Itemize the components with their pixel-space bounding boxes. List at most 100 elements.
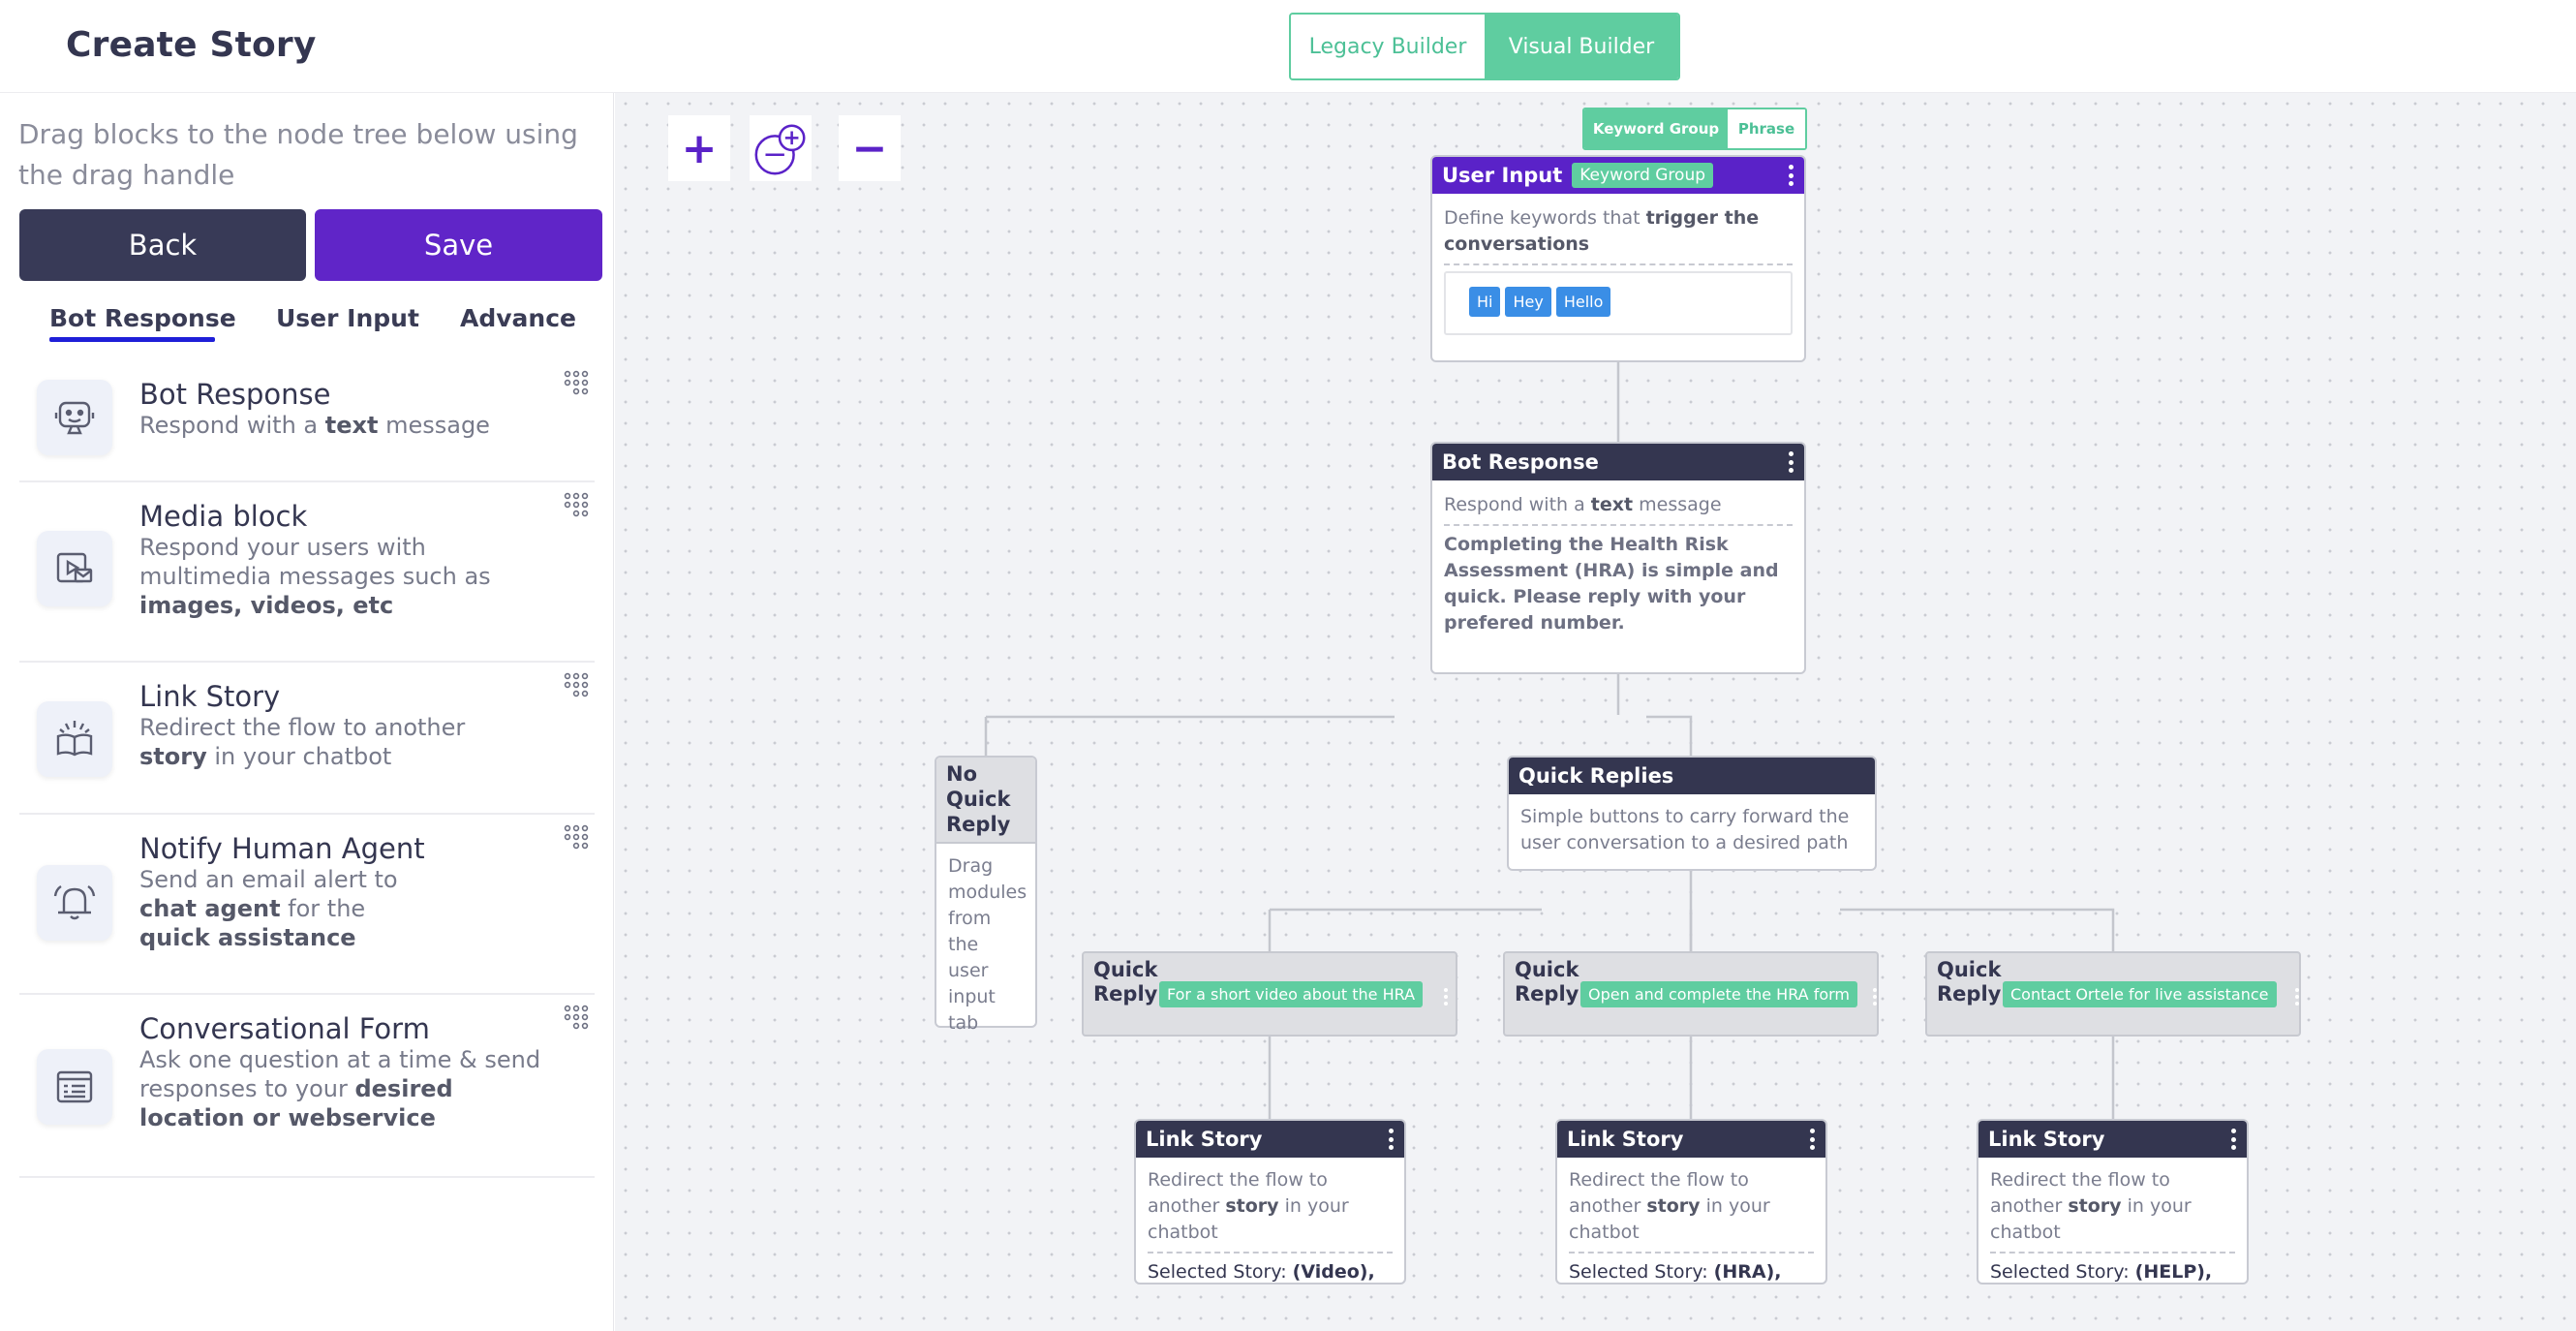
node-description: Respond with a text message <box>1444 494 1722 515</box>
node-description: Redirect the flow to another story in yo… <box>1148 1169 1349 1243</box>
bot-response-node[interactable]: Bot Response Respond with a text message… <box>1430 442 1806 674</box>
zoom-reset-button[interactable] <box>750 115 812 181</box>
block-title: Media block <box>139 500 308 533</box>
quick-reply-chip[interactable]: Open and complete the HRA form <box>1580 981 1858 1007</box>
node-menu-icon[interactable] <box>1789 451 1794 473</box>
node-menu-icon[interactable] <box>1789 165 1794 186</box>
node-menu-icon[interactable] <box>2295 988 2299 1006</box>
link-story-node[interactable]: Link Story Redirect the flow to another … <box>1977 1119 2249 1285</box>
node-description: Simple buttons to carry forward the user… <box>1520 806 1850 853</box>
block-bot-response[interactable]: Bot Response Respond with a text message <box>19 360 595 482</box>
link-story-node[interactable]: Link Story Redirect the flow to another … <box>1134 1119 1406 1285</box>
quick-reply-chip[interactable]: Contact Ortele for live assistance <box>2003 981 2277 1007</box>
keyword-phrase-toggle: Keyword Group Phrase <box>1582 108 1807 150</box>
node-body: Redirect the flow to another story in yo… <box>1136 1158 1404 1295</box>
divider <box>1569 1252 1814 1254</box>
selected-story: Selected Story: (HRA), <box>1569 1261 1782 1283</box>
form-icon <box>37 1049 112 1125</box>
keyword-chip[interactable]: Hello <box>1555 287 1611 317</box>
header: Create Story Legacy Builder Visual Build… <box>0 0 2576 93</box>
phrase-option[interactable]: Phrase <box>1728 109 1805 148</box>
zoom-out-button[interactable]: − <box>839 115 901 181</box>
node-description: Drag modules from the user input tab <box>948 855 1027 1034</box>
node-menu-icon[interactable] <box>1873 988 1877 1006</box>
divider <box>1444 524 1793 526</box>
quick-reply-item[interactable]: Quick Reply: Contact Ortele for live ass… <box>1925 951 2301 1037</box>
zoom-out-label: − <box>851 123 888 173</box>
zoom-in-button[interactable]: + <box>668 115 730 181</box>
node-header: Bot Response <box>1432 444 1804 480</box>
quick-reply-label: Quick Reply: <box>1093 958 1166 1006</box>
node-body: Define keywords that trigger the convers… <box>1432 194 1804 347</box>
node-menu-icon[interactable] <box>1389 1129 1395 1150</box>
block-title: Bot Response <box>139 378 331 411</box>
drag-handle-icon[interactable] <box>564 370 589 395</box>
block-title: Notify Human Agent <box>139 832 425 865</box>
drag-handle-icon[interactable] <box>564 1005 589 1030</box>
divider <box>1148 1252 1393 1254</box>
tab-user-input[interactable]: User Input <box>276 304 419 332</box>
node-header: Link Story <box>1557 1121 1825 1158</box>
block-description: Redirect the flow to another story in yo… <box>139 714 466 770</box>
block-conversational-form[interactable]: Conversational Form Ask one question at … <box>19 995 595 1178</box>
node-description: Redirect the flow to another story in yo… <box>1990 1169 2192 1243</box>
quick-replies-node[interactable]: Quick Replies Simple buttons to carry fo… <box>1507 756 1877 871</box>
link-story-node[interactable]: Link Story Redirect the flow to another … <box>1555 1119 1827 1285</box>
block-notify-human-agent[interactable]: Notify Human Agent Send an email alert t… <box>19 815 595 995</box>
block-media[interactable]: Media block Respond your users with mult… <box>19 482 595 663</box>
node-title: No Quick Reply <box>936 758 1035 844</box>
quick-reply-label: Quick Reply: <box>1515 958 1587 1006</box>
node-title: Link Story <box>1988 1128 2105 1151</box>
bot-message-text: Completing the Health Risk Assessment (H… <box>1444 534 1779 634</box>
visual-builder-button[interactable]: Visual Builder <box>1485 15 1678 78</box>
node-title: Bot Response <box>1442 450 1599 474</box>
node-title: Link Story <box>1567 1128 1684 1151</box>
selected-story: Selected Story: (HELP), <box>1990 1261 2213 1283</box>
node-description: Redirect the flow to another story in yo… <box>1569 1169 1770 1243</box>
node-title: Quick Replies <box>1518 764 1674 788</box>
open-book-icon <box>37 701 112 777</box>
node-menu-icon[interactable] <box>1810 1129 1816 1150</box>
quick-reply-label: Quick Reply: <box>1937 958 2009 1006</box>
node-menu-icon[interactable] <box>1444 988 1448 1006</box>
user-input-node[interactable]: User Input Keyword Group Define keywords… <box>1430 155 1806 362</box>
no-quick-reply-node[interactable]: No Quick Reply Drag modules from the use… <box>935 756 1037 1034</box>
back-button[interactable]: Back <box>19 209 306 281</box>
block-description: Respond with a text message <box>139 412 490 439</box>
drag-handle-icon[interactable] <box>564 672 589 697</box>
quick-reply-item[interactable]: Quick Reply: Open and complete the HRA f… <box>1503 951 1879 1037</box>
keyword-chip[interactable]: Hi <box>1469 287 1501 317</box>
keyword-chip[interactable]: Hey <box>1505 287 1551 317</box>
node-body: Redirect the flow to another story in yo… <box>1978 1158 2247 1295</box>
media-icon <box>37 531 112 606</box>
node-body: Respond with a text message Completing t… <box>1432 480 1804 648</box>
sidebar-hint: Drag blocks to the node tree below using… <box>18 118 578 191</box>
block-tabs: Bot Response User Input Advance <box>19 300 600 345</box>
node-header: Quick Replies <box>1509 758 1875 794</box>
drag-handle-icon[interactable] <box>564 492 589 517</box>
node-title: Link Story <box>1146 1128 1263 1151</box>
node-header: Link Story <box>1136 1121 1404 1158</box>
block-title: Link Story <box>139 680 281 713</box>
save-button[interactable]: Save <box>315 209 602 281</box>
divider <box>1444 263 1793 265</box>
block-link-story[interactable]: Link Story Redirect the flow to another … <box>19 663 595 815</box>
selected-story: Selected Story: (Video), <box>1148 1261 1375 1283</box>
node-menu-icon[interactable] <box>2231 1129 2237 1150</box>
block-description: Send an email alert to chat agent for th… <box>139 866 398 951</box>
block-title: Conversational Form <box>139 1012 430 1045</box>
builder-toggle: Legacy Builder Visual Builder <box>1289 13 1680 80</box>
zoom-in-label: + <box>681 123 718 173</box>
drag-handle-icon[interactable] <box>564 824 589 850</box>
node-header: Link Story <box>1978 1121 2247 1158</box>
legacy-builder-button[interactable]: Legacy Builder <box>1291 15 1485 78</box>
quick-reply-chip[interactable]: For a short video about the HRA <box>1159 981 1424 1007</box>
tab-advance[interactable]: Advance <box>460 304 576 332</box>
tab-bot-response[interactable]: Bot Response <box>49 304 236 332</box>
quick-reply-item[interactable]: Quick Reply: For a short video about the… <box>1082 951 1457 1037</box>
keyword-group-option[interactable]: Keyword Group <box>1584 109 1728 148</box>
node-title: User Input <box>1442 164 1563 187</box>
zoom-reset-icon <box>754 124 806 175</box>
